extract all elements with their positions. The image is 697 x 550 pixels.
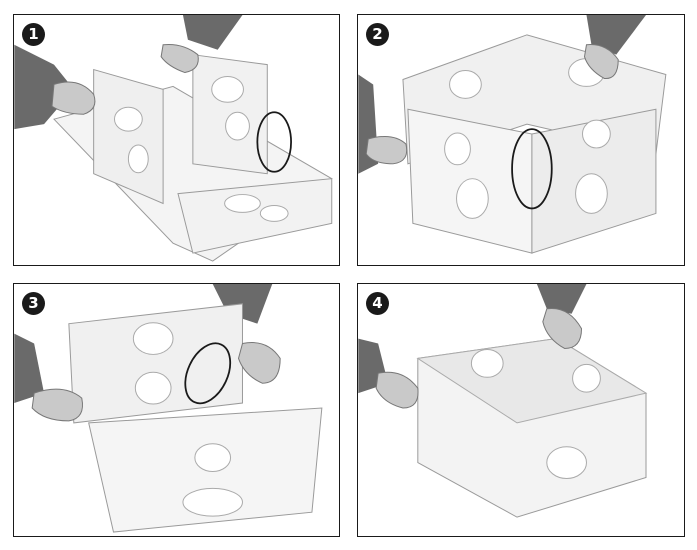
back-wall [68, 303, 243, 424]
right-hand [237, 342, 281, 384]
step-number-badge: 2 [366, 23, 389, 46]
step-number-badge: 1 [22, 23, 45, 46]
cat-cutout [546, 446, 587, 479]
cat-cutout [114, 106, 143, 132]
step-2-illustration [358, 15, 667, 254]
left-hand [31, 388, 83, 422]
step-4-illustration [358, 284, 648, 518]
highlight-circle [256, 111, 292, 173]
step-number-badge: 3 [22, 292, 45, 315]
step-3-panel: 3 [13, 283, 340, 537]
back-wall [192, 54, 268, 175]
cat-cutout [582, 119, 611, 149]
cat-cutout [470, 348, 504, 378]
left-hand [365, 135, 408, 165]
cat-cutout [225, 111, 250, 141]
left-arm-sleeve [14, 44, 74, 130]
step-number-badge: 4 [366, 292, 389, 315]
left-hand [51, 81, 96, 115]
cat-cutout [572, 363, 601, 393]
step-2-panel: 2 [357, 14, 685, 266]
cat-cutout [259, 204, 289, 222]
cat-cutout [575, 173, 608, 214]
cat-cutout [132, 322, 174, 355]
cat-cutout [182, 487, 243, 517]
cat-cutout [449, 70, 482, 99]
left-arm-sleeve [14, 333, 45, 404]
right-hand [542, 307, 583, 349]
cat-cutout [211, 76, 244, 103]
right-arm-sleeve [182, 15, 243, 50]
cat-cutout [444, 132, 471, 166]
cat-cutout [224, 194, 261, 213]
left-hand [375, 371, 419, 409]
step-3-illustration [14, 284, 323, 533]
highlight-circle [511, 128, 553, 210]
right-hand [160, 43, 199, 74]
cat-cutout [134, 371, 172, 405]
cat-cutout [456, 178, 489, 219]
step-1-illustration [14, 15, 333, 262]
right-arm-sleeve [586, 15, 646, 55]
front-flap [177, 178, 333, 254]
step-4-panel: 4 [357, 283, 685, 537]
right-arm-sleeve [536, 284, 587, 314]
cat-cutout [194, 443, 232, 473]
left-wall [93, 68, 164, 205]
step-1-panel: 1 [13, 14, 340, 266]
right-hand [583, 44, 619, 79]
cat-cutout [127, 144, 149, 174]
highlight-circle [184, 342, 232, 405]
